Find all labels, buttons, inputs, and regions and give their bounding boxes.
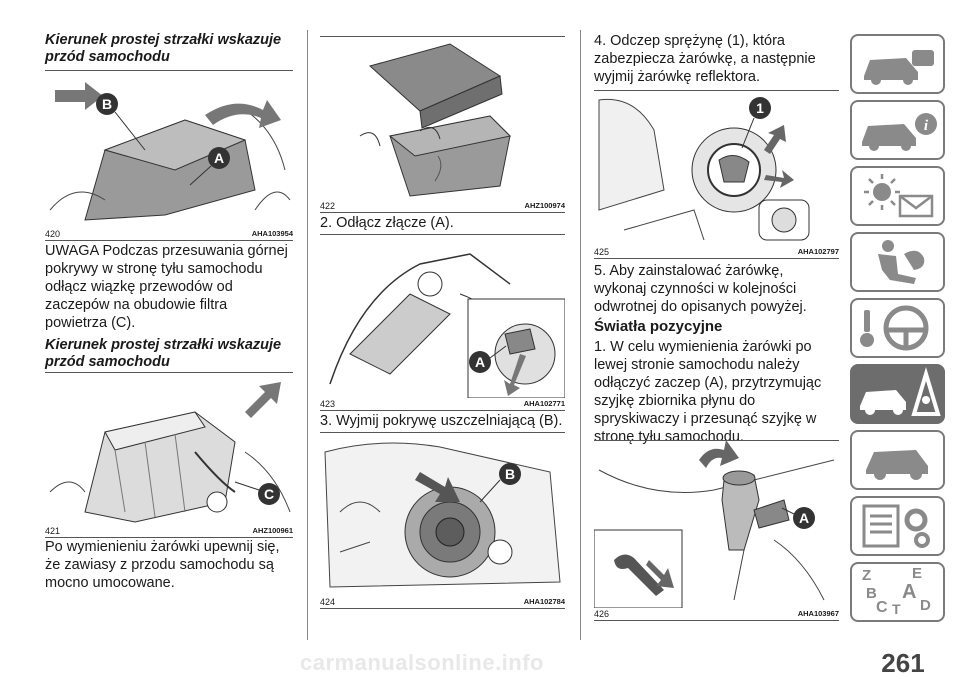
tab-car-info[interactable]: i <box>850 100 945 160</box>
figure-code: AHA103954 <box>251 229 293 238</box>
tab-servicing[interactable] <box>850 430 945 490</box>
svg-text:A: A <box>799 510 809 526</box>
svg-text:1: 1 <box>756 100 764 116</box>
figure-424-illustration: B <box>324 442 561 588</box>
callout-B <box>499 463 521 485</box>
figure-number: 426 <box>594 609 610 619</box>
warning-lights-message-icon <box>864 174 934 218</box>
callout-A <box>469 351 491 373</box>
figure-number: 424 <box>320 597 336 607</box>
direction-arrow-icon <box>55 82 103 110</box>
watermark: carmanualsonline.info <box>300 650 544 675</box>
step-2: 2. Odłącz złącze (A). <box>320 215 454 231</box>
figure-number: 422 <box>320 201 336 211</box>
note-paragraph: UWAGA Podczas przesuwania górnej pokrywy… <box>45 243 288 331</box>
figure-code: AHA103967 <box>797 609 839 618</box>
section-heading-position-lights: Światła pozycyjne <box>594 318 723 335</box>
svg-text:B: B <box>102 96 112 112</box>
tab-starting-driving[interactable] <box>850 298 945 358</box>
figure-number: 423 <box>320 399 336 409</box>
callout-1 <box>749 97 771 119</box>
svg-text:i: i <box>924 118 929 134</box>
tab-safety[interactable] <box>850 232 945 292</box>
callout-C <box>258 483 280 505</box>
car-info-icon: i <box>862 113 937 151</box>
figure-426: A 426 AHA103967 <box>594 440 839 621</box>
figure-425: 1 425 AHA102797 <box>594 90 839 259</box>
hinge-paragraph: Po wymienieniu żarówki upewnij się, że z… <box>45 539 280 591</box>
svg-text:A: A <box>214 150 224 166</box>
heading-front-arrow-2: Kierunek prostej strzałki wskazuje przód… <box>45 337 282 370</box>
tab-in-emergency[interactable] <box>850 364 945 424</box>
figure-code: AHZ100974 <box>524 201 565 210</box>
page-number: 261 <box>881 648 925 678</box>
svg-text:B: B <box>505 466 515 482</box>
figure-421-illustration: C <box>49 382 291 523</box>
figure-421: C 421 AHZ100961 <box>45 372 293 538</box>
tab-technical-data[interactable] <box>850 496 945 556</box>
figure-424: B 424 AHA102784 <box>320 432 565 609</box>
figure-420-illustration: B A <box>49 82 291 221</box>
heading-front-arrow-1: Kierunek prostej strzałki wskazuje przód… <box>45 32 282 65</box>
steering-wheel-key-icon <box>860 305 929 351</box>
figure-code: AHZ100961 <box>252 526 293 535</box>
figure-426-illustration: A <box>594 440 835 608</box>
step-5: 5. Aby zainstalować żarówkę, wykonaj czy… <box>594 263 807 315</box>
tab-warning-lights[interactable] <box>850 166 945 226</box>
callout-B <box>96 93 118 115</box>
callout-A <box>208 147 230 169</box>
alphabet-index-icon: Z E B A C T D <box>862 565 931 617</box>
figure-420: B A 420 AHA103954 <box>45 70 293 241</box>
figure-423-illustration: A <box>329 253 565 398</box>
figure-422-illustration <box>359 43 512 197</box>
car-dashboard-icon <box>864 50 934 85</box>
svg-text:C: C <box>264 486 274 502</box>
figure-number: 420 <box>45 229 61 239</box>
tab-alphabetical-index[interactable]: Z E B A C T D <box>850 562 945 622</box>
figure-code: AHA102784 <box>523 597 565 606</box>
step-4: 4. Odczep sprężynę (1), która zabezpiecz… <box>594 33 816 85</box>
callout-A <box>793 507 815 529</box>
figure-422: 422 AHZ100974 <box>320 36 565 213</box>
figure-number: 425 <box>594 247 610 257</box>
figure-number: 421 <box>45 526 61 536</box>
car-breakdown-warning-icon <box>860 367 941 416</box>
technical-data-gear-icon <box>862 504 930 548</box>
figure-code: AHA102771 <box>523 399 565 408</box>
column-divider-2 <box>580 30 581 640</box>
airbag-seat-icon <box>878 240 925 284</box>
figure-425-illustration: 1 <box>598 97 810 241</box>
column-divider-1 <box>307 30 308 640</box>
step-1-position-lights: 1. W celu wymienienia żarówki po lewej s… <box>594 339 822 445</box>
tab-dashboard[interactable] <box>850 34 945 94</box>
direction-arrow-icon <box>245 382 281 418</box>
car-service-icon <box>866 450 928 480</box>
step-3: 3. Wyjmij pokrywę uszczelniającą (B). <box>320 413 563 429</box>
svg-text:A: A <box>475 354 485 370</box>
figure-code: AHA102797 <box>797 247 839 256</box>
figure-423: A 423 AHA102771 <box>320 234 565 411</box>
